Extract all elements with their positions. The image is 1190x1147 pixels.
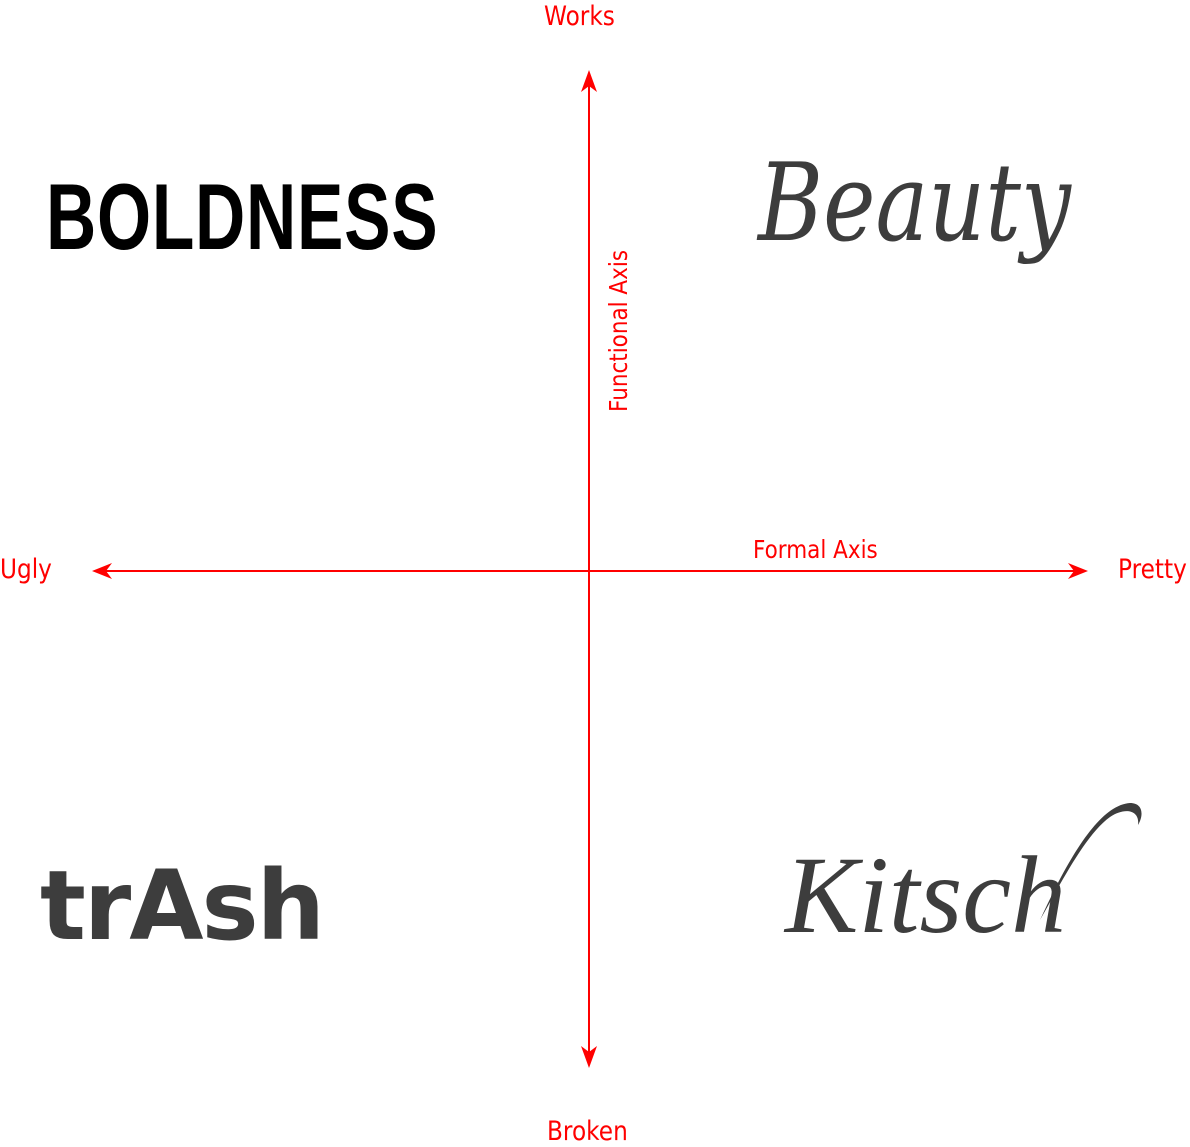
quadrant-beauty: Beauty: [758, 141, 1071, 266]
quadrant-kitsch: Kitsch: [785, 834, 1067, 956]
trash-text: trAsh: [40, 850, 325, 962]
quadrant-boldness: BOLDNESS: [46, 164, 439, 269]
broken-label: Broken: [547, 1116, 628, 1147]
down-arrow-icon: [581, 1046, 597, 1068]
right-arrow-icon: [1068, 563, 1088, 579]
ugly-label: Ugly: [0, 554, 52, 585]
functional-axis-title: Functional Axis: [604, 249, 633, 412]
up-arrow-icon: [581, 70, 597, 92]
quadrant-trash: trAsh: [40, 858, 325, 954]
kitsch-swash-icon: [1040, 803, 1142, 920]
pretty-label: Pretty: [1118, 554, 1187, 585]
left-arrow-icon: [92, 563, 112, 579]
works-label: Works: [544, 1, 615, 32]
vertical-axis: [581, 70, 597, 1068]
formal-axis-title: Formal Axis: [753, 535, 878, 564]
